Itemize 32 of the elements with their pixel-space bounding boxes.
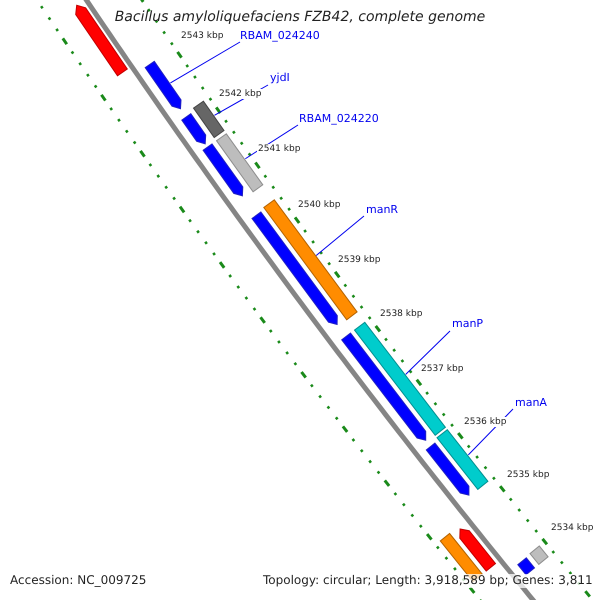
tick-label: 2539 kbp [337, 255, 382, 266]
tick-label: 2535 kbp [506, 470, 550, 480]
leader-line [170, 42, 240, 84]
gene-block [192, 100, 225, 138]
leader-line [316, 216, 364, 256]
gene-block [181, 113, 206, 144]
leader-line [405, 330, 450, 375]
gene-block [251, 211, 338, 326]
gene-label: RBAM_024240 [240, 30, 320, 43]
tick-label: 2534 kbp [550, 523, 594, 534]
tick-label: 2537 kbp [420, 364, 464, 374]
gene-label: manP [452, 318, 484, 331]
gene-label: RBAM_024220 [299, 113, 379, 126]
gene-block [202, 143, 244, 196]
title: Bacillus amyloliquefaciens FZB42, complete genome [114, 9, 486, 26]
gene-block [436, 429, 489, 490]
tick-label: 2543 kbp [180, 31, 224, 42]
tick-label: 2538 kbp [379, 309, 424, 320]
tick-label: 2541 kbp [257, 144, 302, 154]
gene-block [529, 545, 549, 566]
footer-text: Accession: NC_009725 [9, 574, 148, 588]
gene-block [426, 442, 470, 496]
tick-label: 2542 kbp [218, 89, 262, 100]
tick-label: 2536 kbp [463, 417, 508, 428]
gene-block [144, 60, 182, 110]
gene-block [354, 322, 446, 436]
footer-text: Topology: circular; Length: 3,918,589 bp; Genes: 3,811 [262, 574, 594, 588]
gene-block [459, 528, 496, 572]
tick-label: 2540 kbp [297, 200, 342, 210]
gene-label: yjdI [270, 72, 290, 85]
gene-label: manA [515, 397, 547, 410]
gene-label: manR [366, 204, 398, 217]
